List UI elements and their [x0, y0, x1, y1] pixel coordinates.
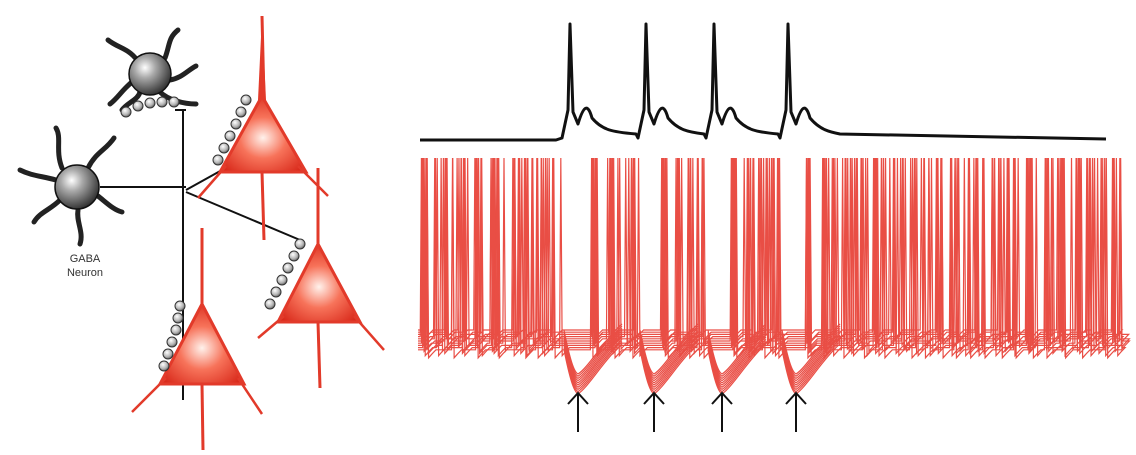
gaba-label-line1: GABA	[69, 253, 101, 265]
interneuron-icon	[105, 27, 199, 118]
circuit-diagram	[17, 15, 385, 451]
synaptic-boutons	[120, 96, 180, 118]
axon-branch-right	[185, 191, 301, 241]
black-trace	[420, 22, 1107, 142]
up-arrow-icon	[643, 391, 665, 432]
gaba-label-line2: Neuron	[66, 267, 104, 279]
red-spike-train	[418, 157, 1122, 360]
gaba-interneuron-icon	[17, 125, 125, 247]
gaba-neuron-label: GABA Neuron	[50, 252, 120, 280]
up-arrow-icon	[785, 391, 807, 432]
pyramidal-neuron-icon	[131, 228, 264, 451]
up-arrow-icon	[567, 391, 589, 432]
up-arrow-icon	[711, 391, 733, 432]
red-spike-train	[418, 157, 1127, 358]
pyramidal-neuron-icon	[197, 15, 329, 241]
stimulus-arrows	[567, 391, 807, 432]
pyramidal-neuron-icon	[257, 168, 385, 389]
red-spike-train	[418, 157, 1122, 356]
red-traces	[418, 157, 1131, 395]
